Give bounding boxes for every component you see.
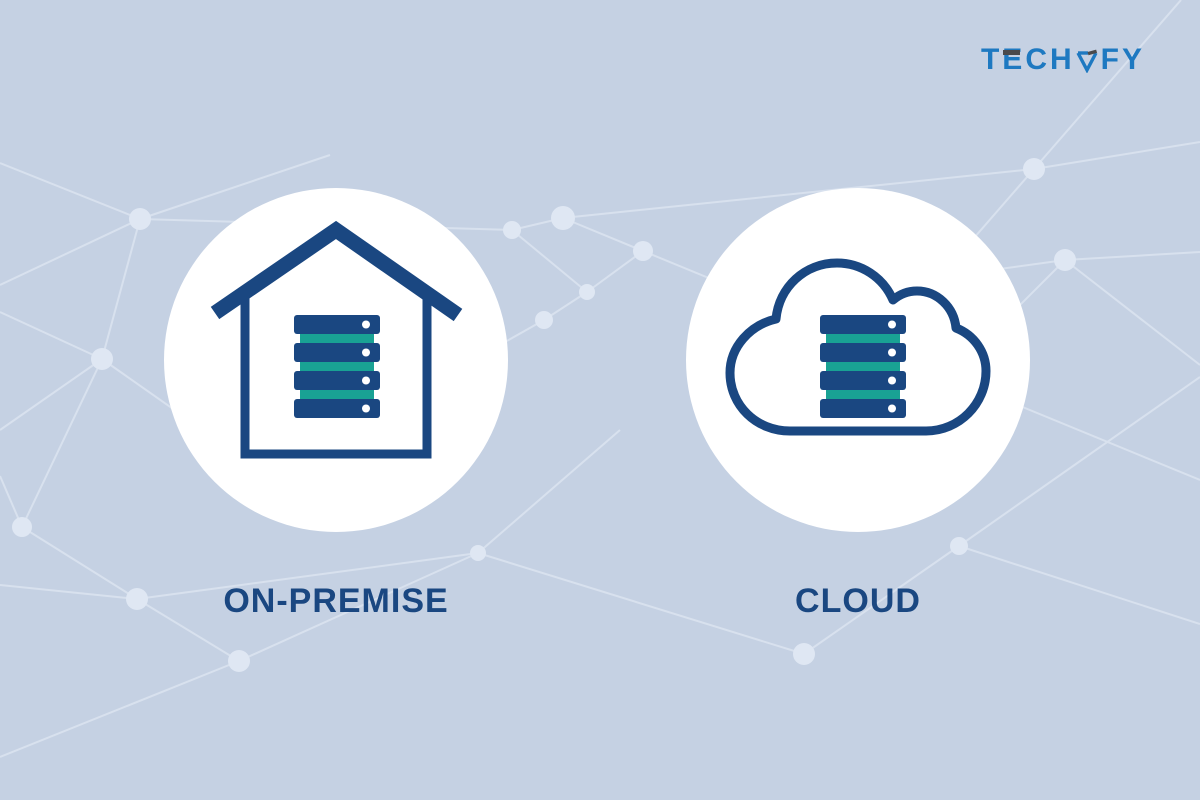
house-walls (240, 295, 432, 459)
on-premise-panel: ON-PREMISE (164, 188, 508, 621)
on-premise-circle (164, 188, 508, 532)
house-roof (210, 220, 463, 322)
cloud-icon (725, 258, 991, 436)
cloud-with-server-rack-icon (725, 258, 991, 436)
house-with-server-rack-icon (210, 220, 463, 459)
cloud-panel: CLOUD (686, 188, 1030, 621)
cloud-label: CLOUD (795, 582, 921, 620)
server-rack-icon (294, 315, 380, 418)
logo-e-gray-accent (1002, 50, 1020, 55)
house-icon (210, 220, 463, 459)
on-premise-label: ON-PREMISE (223, 582, 449, 620)
logo-text-after-v: FY (1100, 43, 1145, 76)
network-lines (0, 0, 1200, 758)
logo-text-before-v: TECH (980, 43, 1075, 76)
server-rack-icon (820, 315, 906, 418)
cloud-circle (686, 188, 1030, 532)
logo-nabla-v-icon (1076, 49, 1098, 73)
network-nodes (12, 158, 1076, 672)
brand-logo: TECH FY (981, 44, 1145, 76)
